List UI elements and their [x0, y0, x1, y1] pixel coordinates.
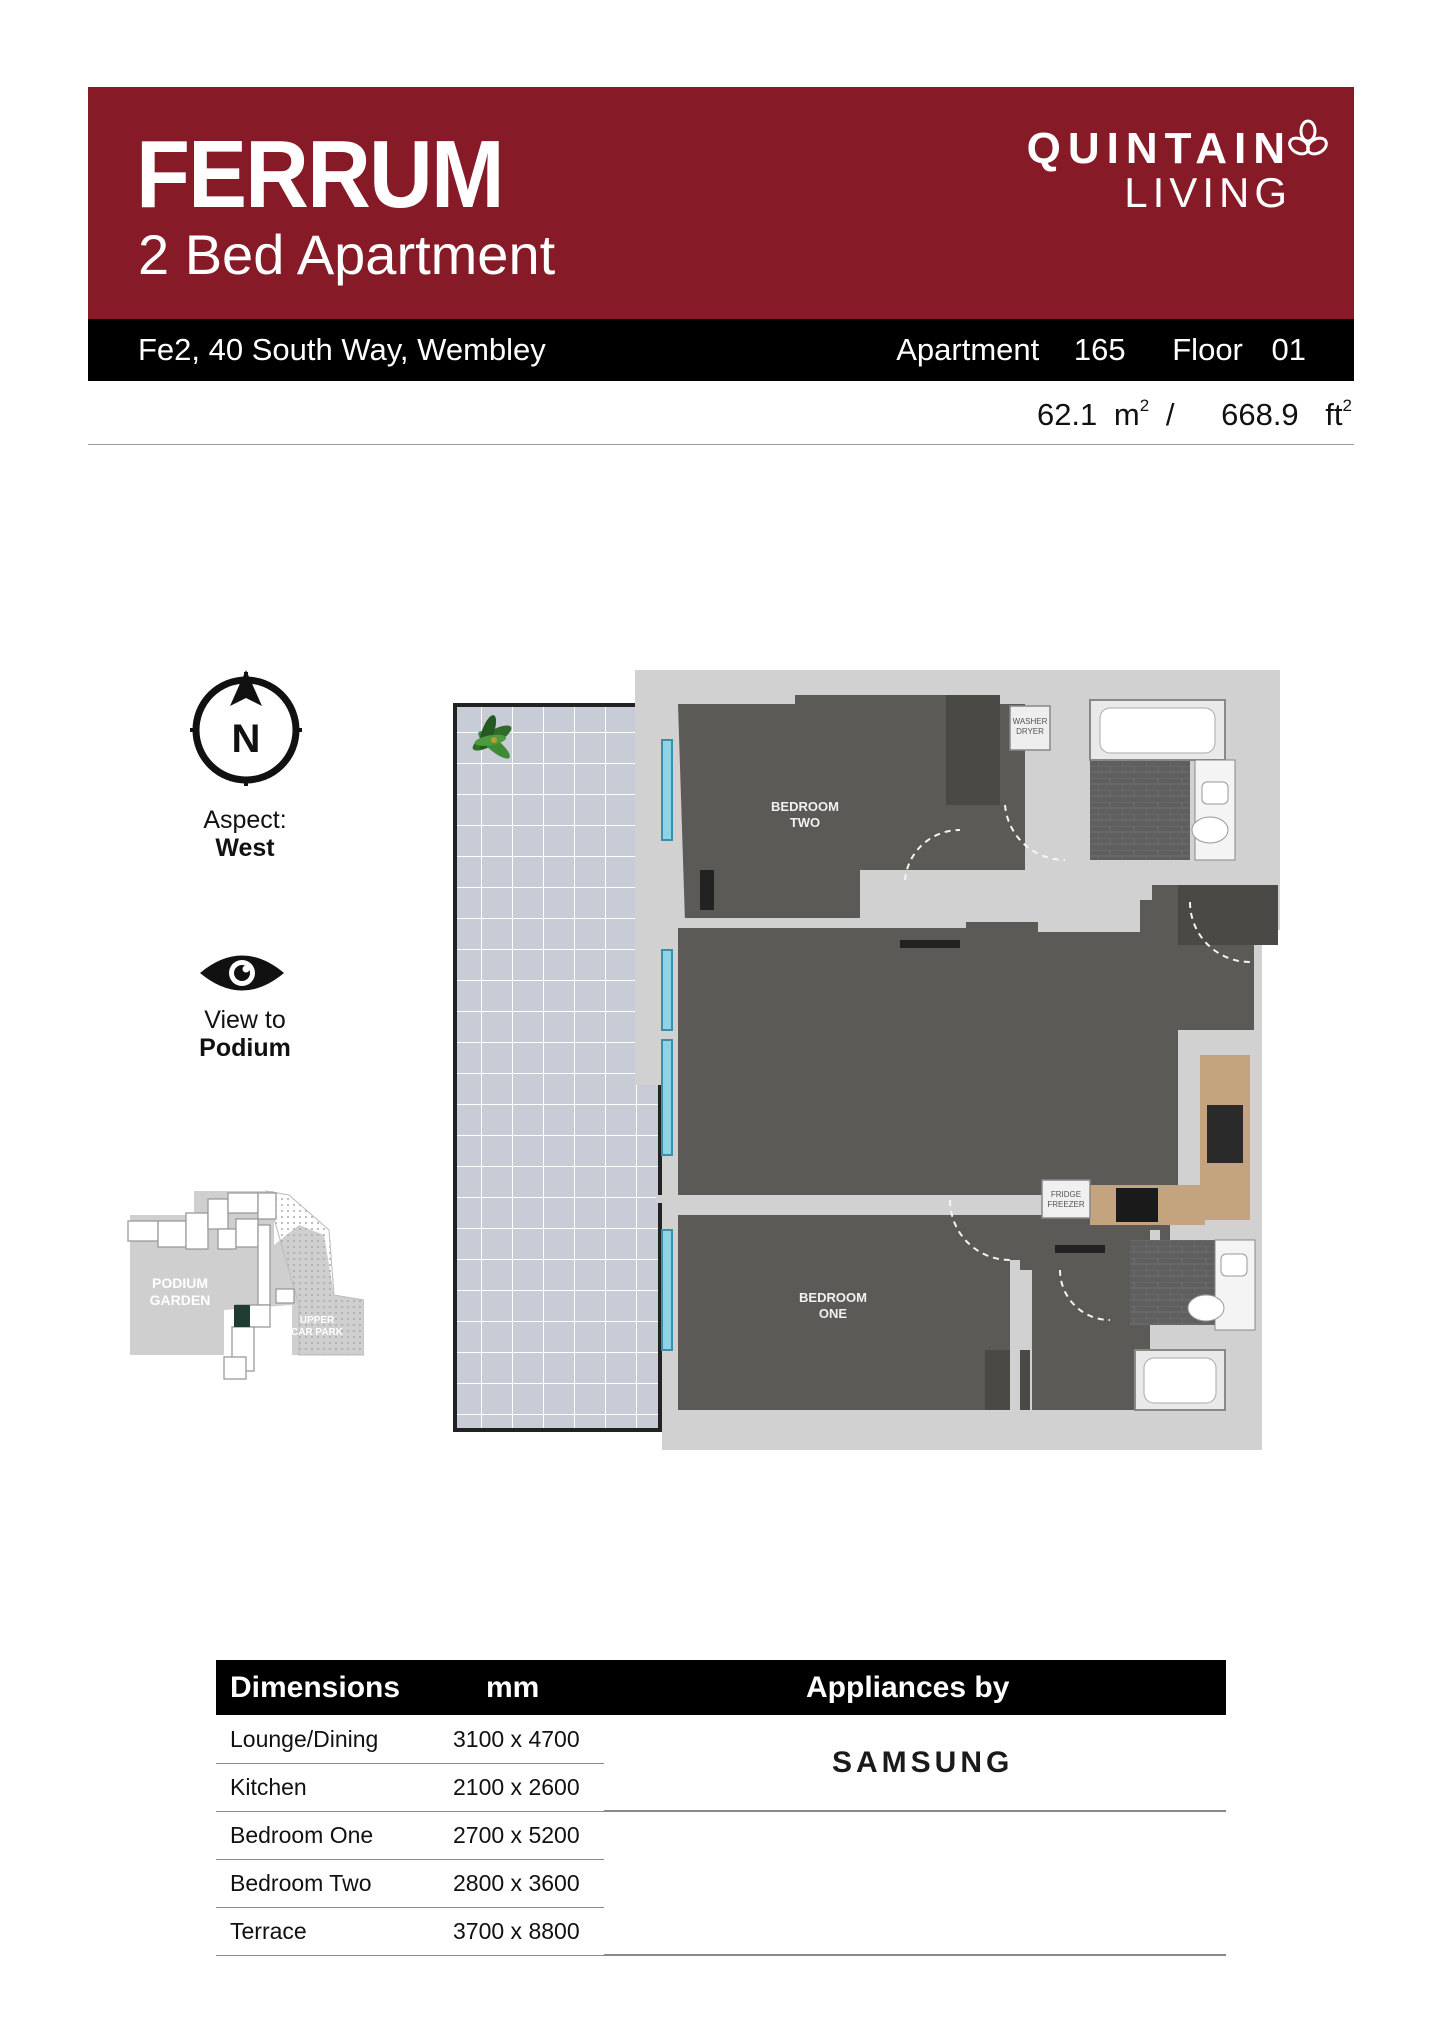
podium-garden-label-1: PODIUM	[152, 1275, 208, 1291]
table-row: Terrace 3700 x 8800	[216, 1907, 604, 1956]
floor-number: 01	[1271, 332, 1306, 367]
plant-icon	[472, 715, 512, 759]
bedroom-two-label-2: TWO	[790, 815, 820, 830]
fridge-label-1: FRIDGE	[1051, 1190, 1081, 1199]
floor-label: Floor	[1172, 332, 1243, 367]
aspect-label: Aspect:	[203, 806, 287, 834]
aspect-value: West	[215, 834, 275, 862]
brand-name-line1: QUINTAIN	[1026, 124, 1292, 173]
area-sqft-sup: 2	[1342, 396, 1352, 415]
dimensions-table-header: Dimensions mm Appliances by	[216, 1660, 1226, 1715]
apartment-label: Apartment	[896, 332, 1040, 367]
car-park-label-1: UPPER	[300, 1315, 335, 1326]
floor-plan-diagram: BEDROOM TWO BEDROOM ONE WASHER DRYER FRI…	[453, 670, 1280, 1450]
area-divider	[88, 444, 1354, 445]
view-label: View to	[204, 1006, 286, 1034]
site-plan-diagram: PODIUM GARDEN UPPER CAR PARK	[127, 1190, 364, 1380]
area-sqft-unit: ft	[1325, 397, 1343, 432]
appliances-divider	[604, 1810, 1226, 1812]
washer-label-1: WASHER	[1013, 717, 1048, 726]
bedroom-one-label-1: BEDROOM	[799, 1290, 867, 1305]
floor-area: 62.1 m2 / 668.9 ft2	[1037, 396, 1352, 433]
room-size: 3100 x 4700	[453, 1726, 580, 1752]
area-separator: /	[1165, 397, 1175, 432]
trefoil-logo-icon	[1288, 119, 1328, 156]
address-bar: Fe2, 40 South Way, Wembley Apartment 165…	[88, 319, 1354, 381]
table-row: Kitchen 2100 x 2600	[216, 1763, 604, 1812]
room-name: Bedroom One	[230, 1822, 374, 1848]
compass-letter: N	[232, 717, 261, 761]
room-size: 2700 x 5200	[453, 1822, 580, 1848]
eye-icon	[200, 955, 284, 991]
room-name: Lounge/Dining	[230, 1726, 379, 1752]
address: Fe2, 40 South Way, Wembley	[138, 332, 546, 367]
room-size: 3700 x 8800	[453, 1918, 580, 1944]
room-name: Bedroom Two	[230, 1870, 372, 1896]
room-size: 2100 x 2600	[453, 1774, 580, 1800]
view-value: Podium	[199, 1034, 291, 1062]
brand-logo: QUINTAIN LIVING	[1026, 119, 1328, 216]
apartment-floor-info: Apartment 165 Floor 01	[896, 332, 1306, 368]
terrace	[453, 703, 662, 1432]
appliance-brand-logo: SAMSUNG	[832, 1746, 1014, 1779]
header-banner: FERRUM 2 Bed Apartment QUINTAIN LIVING	[88, 87, 1354, 319]
appliances-divider	[604, 1954, 1226, 1956]
washer-label-2: DRYER	[1016, 727, 1044, 736]
area-sqm: 62.1	[1036, 397, 1098, 432]
table-row: Lounge/Dining 3100 x 4700	[216, 1715, 604, 1764]
area-sqm-sup: 2	[1139, 396, 1150, 415]
car-park-label-2: CAR PARK	[291, 1327, 344, 1338]
north-compass-icon: N	[190, 670, 302, 786]
room-name: Terrace	[230, 1918, 307, 1944]
room-name: Kitchen	[230, 1774, 307, 1800]
table-row: Bedroom One 2700 x 5200	[216, 1811, 604, 1860]
brand-name-line2: LIVING	[1124, 169, 1292, 216]
fridge-label-2: FREEZER	[1047, 1200, 1085, 1209]
table-row: Bedroom Two 2800 x 3600	[216, 1859, 604, 1908]
area-sqft: 668.9	[1221, 397, 1299, 432]
bedroom-two-label-1: BEDROOM	[771, 799, 839, 814]
bedroom-one-label-2: ONE	[819, 1306, 848, 1321]
apartment-number: 165	[1073, 332, 1126, 367]
unit-header: mm	[486, 1671, 540, 1704]
podium-garden-label-2: GARDEN	[150, 1292, 211, 1308]
room-size: 2800 x 3600	[453, 1870, 580, 1896]
dimensions-header: Dimensions	[230, 1671, 401, 1704]
area-sqm-unit: m	[1113, 397, 1140, 432]
development-title: FERRUM	[136, 121, 505, 228]
apartment-type: 2 Bed Apartment	[138, 223, 556, 286]
appliances-header: Appliances by	[806, 1671, 1010, 1704]
